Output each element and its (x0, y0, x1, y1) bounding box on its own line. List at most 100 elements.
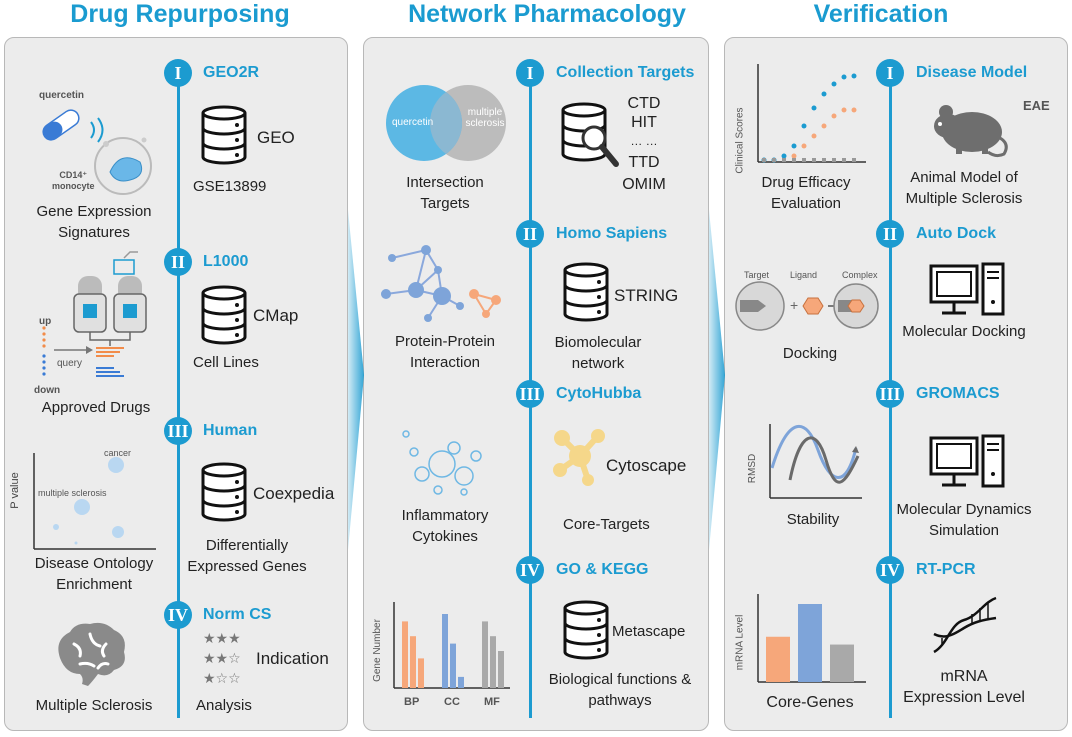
computer-icon (929, 262, 1005, 316)
gene-number-axis-label: Gene Number (371, 619, 383, 682)
step-label: Collection Targets (556, 64, 695, 81)
rmsd-axis-label: RMSD (747, 453, 759, 484)
step-label: GROMACS (916, 385, 1000, 402)
step-number-badge: I (876, 59, 904, 87)
database-name: Cytoscape (606, 456, 687, 475)
go-bar (458, 676, 464, 688)
approved-drugs-caption: Approved Drugs (41, 399, 151, 416)
stability-caption: Stability (786, 511, 840, 528)
core-genes-caption: Core-Genes (766, 694, 854, 711)
database-icon (201, 105, 247, 165)
complex-label: Complex (842, 270, 878, 280)
step-label: L1000 (203, 253, 249, 270)
go-bar (442, 614, 448, 688)
pvalue-axis-label: P value (8, 472, 21, 509)
step-number-badge: IV (516, 556, 544, 584)
arrow-right-icon (709, 210, 725, 550)
dataset-id: GSE13899 (193, 178, 267, 195)
venn-diagram-icon (386, 85, 506, 161)
step-number-badge: IV (164, 601, 192, 629)
mf-label: MF (484, 696, 500, 708)
step-label: RT-PCR (916, 561, 976, 578)
mrna-bar-chart (757, 594, 866, 683)
ppi-network-icon (381, 245, 501, 322)
timeline-line (177, 78, 180, 718)
title-network-pharmacology: Network Pharmacology (408, 0, 686, 28)
title-drug-repurposing: Drug Repurposing (70, 0, 290, 28)
bubble-chart-icon (33, 453, 156, 550)
step-label: Disease Model (916, 64, 1028, 81)
biological-functions-label: Biological functions &pathways (548, 671, 692, 709)
go-bar (402, 621, 408, 688)
monocyte-icon (94, 137, 152, 195)
step-number-badge: III (876, 380, 904, 408)
multiple-sclerosis-caption: Multiple Sclerosis (35, 697, 153, 714)
db-list-item: TTD (628, 154, 660, 171)
target-label: Target (744, 270, 770, 280)
database-name: CMap (253, 306, 299, 325)
molecular-docking-label: Molecular Docking (902, 323, 1026, 340)
go-bar (410, 636, 416, 688)
star-rating: ★★☆ (203, 650, 241, 666)
database-icon (563, 262, 609, 322)
database-icon (563, 600, 609, 660)
db-list-item: HIT (631, 114, 657, 131)
bp-label: BP (404, 696, 420, 708)
capsule-icon (42, 109, 104, 143)
go-bar (418, 658, 424, 688)
step-number-badge: III (516, 380, 544, 408)
analysis-label: Analysis (196, 697, 252, 714)
go-bar (498, 651, 504, 688)
step-number-badge: I (516, 59, 544, 87)
ms-bubble-label: multiple sclerosis (38, 488, 107, 498)
database-name: Metascape (612, 623, 686, 640)
step-label: GO & KEGG (556, 561, 649, 578)
step-number-badge: II (876, 220, 904, 248)
step-label: Human (203, 422, 258, 439)
step-label: Homo Sapiens (556, 225, 668, 242)
title-verification: Verification (813, 0, 949, 28)
step-label: Norm CS (203, 606, 272, 623)
step-number-badge: III (164, 417, 192, 445)
db-list-item: OMIM (622, 176, 666, 193)
step-label: Auto Dock (916, 225, 996, 242)
step-number-badge: II (516, 220, 544, 248)
db-list-item: … … (630, 134, 658, 148)
database-icon (201, 462, 247, 522)
docking-caption: Docking (782, 345, 838, 362)
mrna-bar (830, 644, 854, 682)
clinical-scores-axis-label: Clinical Scores (734, 107, 746, 174)
brain-icon (58, 622, 125, 686)
computer-icon (929, 434, 1005, 488)
star-rating: ★☆☆ (203, 670, 241, 686)
db-list-item: CTD (627, 95, 661, 112)
venn-label-a: quercetin (392, 117, 434, 128)
go-bar-chart (393, 602, 510, 689)
rmsd-chart (769, 424, 862, 499)
ligand-label: Ligand (790, 270, 818, 280)
cancer-label: cancer (104, 448, 132, 458)
core-targets-label: Core-Targets (563, 516, 650, 533)
svg-text:+: + (790, 297, 798, 313)
go-bar (490, 636, 496, 688)
monocyte-label: CD14⁺monocyte (52, 170, 95, 191)
step-number-badge: IV (876, 556, 904, 584)
quercetin-label: quercetin (39, 90, 85, 101)
query-label: query (57, 358, 83, 369)
dna-icon (933, 596, 997, 654)
go-bar (450, 643, 456, 688)
cytokines-icon (402, 430, 482, 496)
down-label: down (34, 385, 61, 396)
up-label: up (39, 316, 52, 327)
cmap-query-icon (42, 251, 147, 377)
